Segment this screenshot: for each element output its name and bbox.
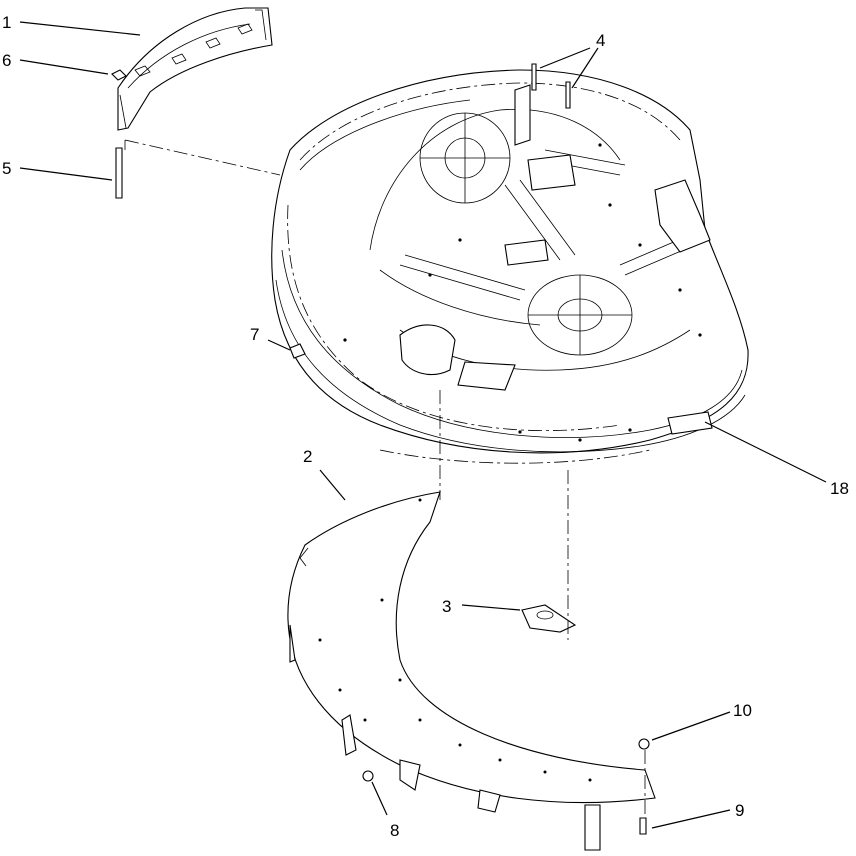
callout-7: 7 xyxy=(250,325,259,344)
hardware xyxy=(111,63,650,835)
callout-2: 2 xyxy=(303,447,312,466)
discharge-chute xyxy=(117,7,273,131)
callout-1: 1 xyxy=(2,13,11,32)
callout-5: 5 xyxy=(2,159,11,178)
mower-deck xyxy=(271,69,749,464)
leader-lines xyxy=(19,21,827,829)
callout-6: 6 xyxy=(2,51,11,70)
callout-labels: 1 2 3 4 5 6 7 8 9 10 18 xyxy=(2,13,849,840)
assembly-lines xyxy=(124,139,646,815)
callout-4: 4 xyxy=(596,31,605,50)
callout-10: 10 xyxy=(733,701,752,720)
bracket-part-3 xyxy=(521,604,577,633)
baffle-plate xyxy=(287,491,656,851)
callout-18: 18 xyxy=(830,479,849,498)
callout-3: 3 xyxy=(442,597,451,616)
callout-9: 9 xyxy=(735,801,744,820)
callout-8: 8 xyxy=(390,821,399,840)
